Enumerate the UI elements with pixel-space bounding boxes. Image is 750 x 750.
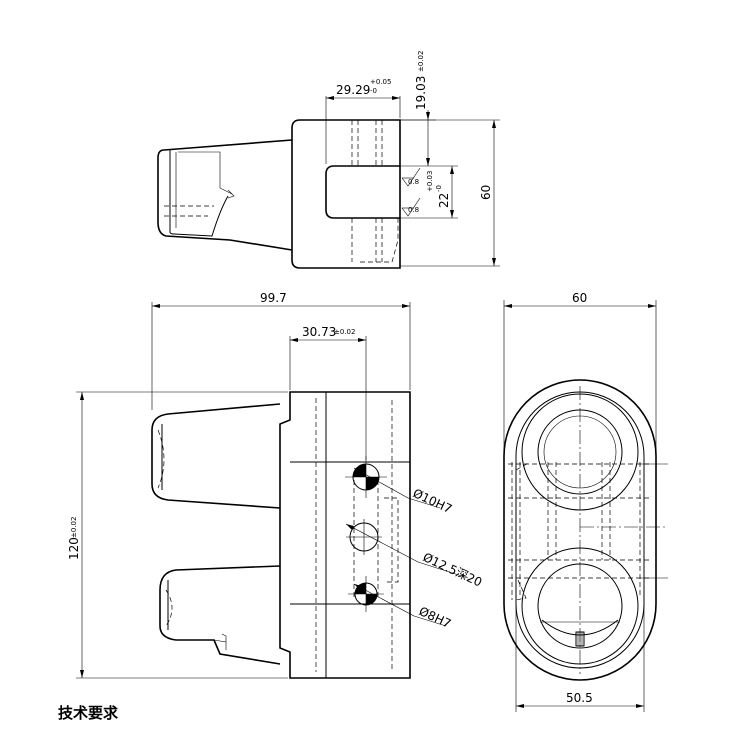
dim-hole-offset-tol: ±0.02 bbox=[334, 328, 355, 336]
dim-slot-width-tol-upper: +0.03 bbox=[426, 171, 434, 192]
dim-slot-depth: 29.29 bbox=[336, 83, 370, 97]
top-view-slot bbox=[325, 165, 400, 219]
front-view-upper-arm bbox=[151, 403, 281, 509]
roughness-top: 0.8 bbox=[408, 178, 419, 186]
dim-side-width-top: 60 bbox=[572, 291, 587, 305]
dim-overall-length: 99.7 bbox=[260, 291, 287, 305]
dim-slot-offset-tol: ±0.02 bbox=[417, 51, 425, 72]
dim-slot-depth-tol-upper: +0.05 bbox=[370, 78, 391, 86]
label-hole-upper: Ø10H7 bbox=[411, 486, 454, 516]
top-view: 29.29 +0.05 -0 19.03 ±0.02 22 +0.03 -0 0… bbox=[157, 51, 500, 269]
roughness-bottom: 0.8 bbox=[408, 206, 419, 214]
dim-hole-offset: 30.73 bbox=[302, 325, 336, 339]
dim-slot-width-tol-lower: -0 bbox=[435, 185, 443, 192]
front-view-block-outline bbox=[279, 391, 411, 679]
label-hole-lower: Ø8H7 bbox=[417, 604, 454, 631]
dim-slot-width: 22 bbox=[437, 193, 451, 208]
front-view: Ø10H7 Ø12.5深20 Ø8H7 99.7 30.73 ±0.02 120… bbox=[67, 291, 484, 679]
side-view-outer bbox=[503, 379, 657, 681]
dim-top-height: 60 bbox=[479, 185, 493, 200]
front-view-lower-arm bbox=[159, 565, 281, 665]
dim-front-height-tol: ±0.02 bbox=[70, 517, 78, 538]
top-view-arm bbox=[157, 139, 293, 251]
dim-slot-depth-tol-lower: -0 bbox=[370, 87, 377, 95]
side-view: 60 50.5 bbox=[503, 291, 668, 712]
label-hole-middle: Ø12.5深20 bbox=[421, 550, 484, 589]
dim-side-width-bottom: 50.5 bbox=[566, 691, 593, 705]
top-view-block-outline bbox=[291, 119, 401, 269]
technical-requirements-title: 技术要求 bbox=[58, 704, 119, 722]
dim-front-height: 120 bbox=[67, 537, 81, 560]
dim-slot-offset: 19.03 bbox=[414, 76, 428, 110]
